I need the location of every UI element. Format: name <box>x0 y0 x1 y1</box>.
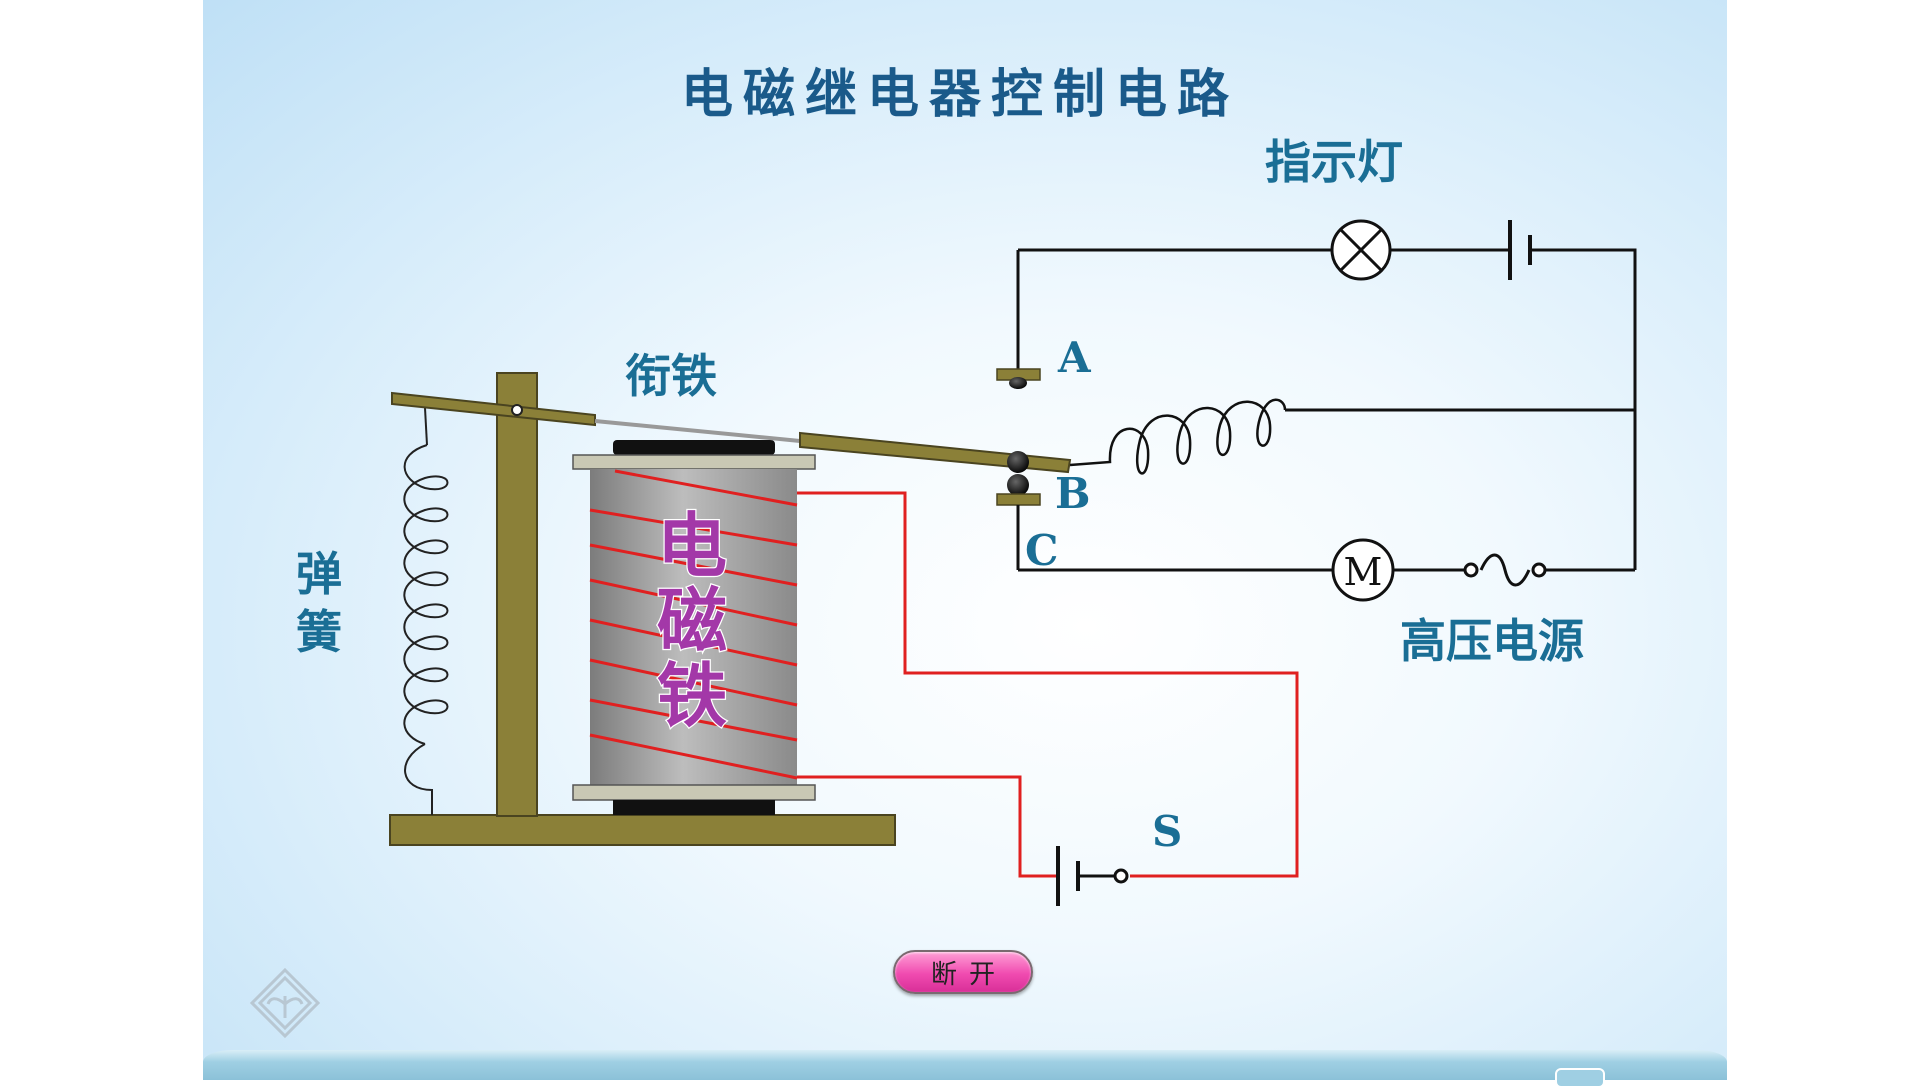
control-battery-icon <box>1056 846 1080 906</box>
contact-c-label: C <box>1025 526 1058 575</box>
relay-post <box>496 372 538 817</box>
electromagnet-label: 电磁铁 <box>657 505 727 737</box>
motor-icon: M <box>1331 538 1395 602</box>
lamp-icon <box>1330 219 1392 281</box>
contact-c <box>996 493 1041 570</box>
contact-b-label: B <box>1055 469 1091 518</box>
switch-s <box>1078 868 1129 884</box>
bottom-toolbar <box>203 1050 1727 1080</box>
spring-label-line2: 簧 <box>296 605 342 659</box>
return-spring <box>1069 398 1287 475</box>
relay-base <box>389 814 896 846</box>
bottom-flange <box>572 784 816 801</box>
logo-icon <box>249 967 321 1039</box>
core-bottom-cap <box>613 800 775 815</box>
motor-label: M <box>1344 550 1383 594</box>
toolbar-tab[interactable] <box>1555 1068 1605 1088</box>
page-title: 电磁继电器控制电路 <box>681 65 1239 125</box>
contact-a <box>996 250 1041 389</box>
spring-label-line1: 弹 <box>296 547 342 601</box>
core-top-cap <box>613 440 775 455</box>
armature <box>391 391 1072 474</box>
indicator-lamp-label: 指示灯 <box>1265 135 1403 189</box>
spring <box>403 407 449 815</box>
electromagnet: 电磁铁 <box>572 440 816 815</box>
contact-b <box>1007 451 1029 496</box>
toggle-circuit-button[interactable]: 断开 <box>893 950 1033 994</box>
switch-s-label: S <box>1152 807 1182 856</box>
coil-windings <box>589 469 798 780</box>
armature-label: 衔铁 <box>625 349 717 403</box>
indicator-circuit <box>1018 248 1637 570</box>
ac-source-icon <box>1463 553 1547 587</box>
slide-background <box>203 0 1727 1080</box>
contact-a-label: A <box>1057 333 1092 382</box>
battery-icon <box>1508 220 1532 280</box>
high-voltage-label: 高压电源 <box>1400 614 1584 668</box>
pivot <box>511 404 523 416</box>
top-flange <box>572 454 816 470</box>
